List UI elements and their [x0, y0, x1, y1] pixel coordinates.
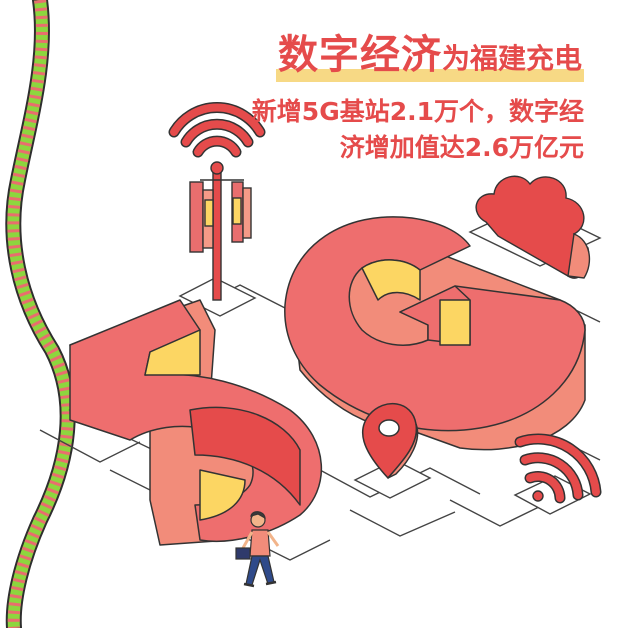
headline-block: 数字经济为福建充电 [275, 22, 584, 84]
letter-g-3d [284, 216, 586, 451]
tower-signal-icon [168, 102, 266, 158]
wavy-rope-decoration [5, 0, 76, 628]
cloud-icon [475, 175, 591, 279]
subtitle-line-2: 济增加值达2.6万亿元 [339, 133, 584, 162]
walking-person-figure [235, 511, 280, 588]
headline-underline [275, 69, 584, 82]
letter-5-3d [69, 299, 322, 546]
cell-tower [189, 161, 252, 301]
subtitle-block: 新增5G基站2.1万个，数字经 济增加值达2.6万亿元 [164, 94, 584, 166]
wifi-icon [514, 433, 602, 504]
headline-tail: 为福建充电 [441, 42, 582, 75]
headline-line: 数字经济为福建充电 [275, 22, 584, 84]
subtitle-line-1: 新增5G基站2.1万个，数字经 [251, 97, 584, 126]
location-pin-icon [361, 402, 419, 480]
headline-main: 数字经济 [277, 32, 442, 78]
